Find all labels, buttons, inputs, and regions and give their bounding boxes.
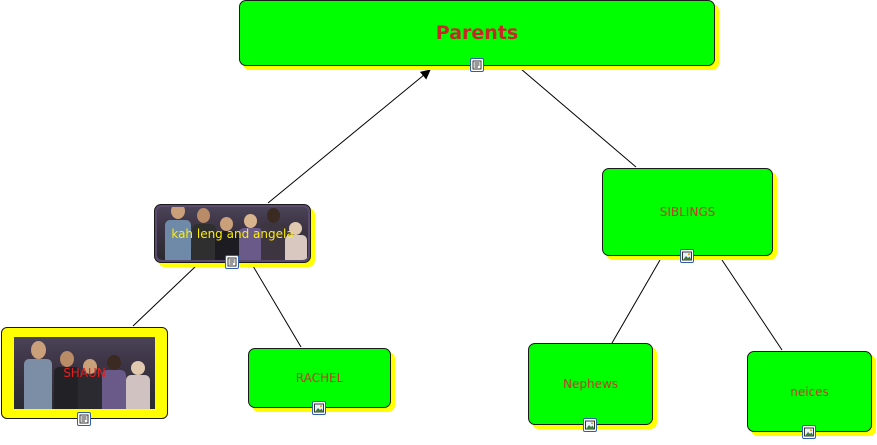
node-kahleng-label: kah leng and angela [171,226,294,241]
note-icon[interactable] [470,58,484,72]
node-rachel-label: RACHEL [295,371,344,385]
node-shaun[interactable]: SHAUN [1,327,168,419]
link-siblings-neices [721,259,783,351]
node-nephews-label: Nephews [562,377,619,391]
link-kahleng-rachel [252,265,302,348]
link-siblings-nephews [611,259,661,344]
node-parents-label: Parents [435,22,519,44]
note-icon[interactable] [225,255,239,269]
image-icon[interactable] [312,401,326,415]
node-kahleng[interactable]: kah leng and angela [154,204,311,263]
image-icon[interactable] [802,425,816,439]
image-icon[interactable] [583,418,597,432]
family-photo [14,337,155,409]
node-parents[interactable]: Parents [239,0,715,66]
image-icon[interactable] [680,249,694,263]
node-siblings-label: SIBLINGS [659,205,716,219]
node-shaun-label: SHAUN [63,366,106,380]
arrow-kahleng-to-parents [267,69,431,204]
node-rachel[interactable]: RACHEL [248,348,391,408]
note-icon[interactable] [77,412,91,426]
link-parents-siblings [520,68,637,168]
node-neices[interactable]: neices [747,351,872,432]
node-siblings[interactable]: SIBLINGS [602,168,773,256]
node-neices-label: neices [790,384,829,399]
node-nephews[interactable]: Nephews [528,343,653,425]
family-photo [157,207,308,260]
link-kahleng-shaun [132,265,197,327]
